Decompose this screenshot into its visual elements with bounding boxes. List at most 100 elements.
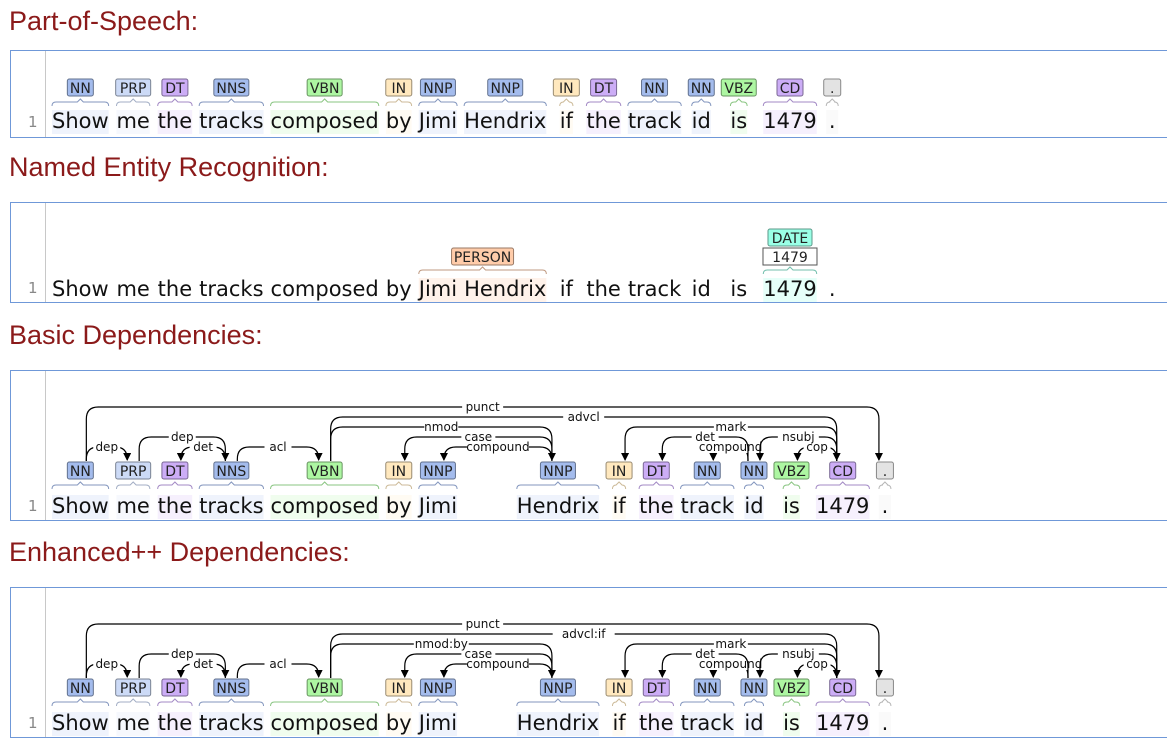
pos-tag: NN xyxy=(687,78,715,97)
pos-tag: NN xyxy=(641,78,669,97)
line-number: 1 xyxy=(28,714,38,732)
ner-token: me xyxy=(116,277,149,301)
enhanced-arc-label: acl xyxy=(269,657,286,671)
enhanced-pos-tag: VBZ xyxy=(773,678,810,697)
span-brace xyxy=(782,481,801,490)
basic-arc-label-bg xyxy=(691,430,719,443)
pos-token-highlight xyxy=(691,110,711,134)
pos-token-highlight xyxy=(627,110,682,134)
pos-token: id xyxy=(692,109,711,133)
basic-arc-label-bg xyxy=(777,430,819,443)
enhanced-arc-label-bg xyxy=(189,657,217,670)
pos-panel: 1 xyxy=(10,50,1167,138)
enhanced-arc-label-bg xyxy=(699,657,762,670)
enhanced-token-highlight xyxy=(783,712,800,736)
basic-pos-tag-text: NNP xyxy=(543,464,572,480)
pos-tag: . xyxy=(823,78,842,97)
pos-token-highlight xyxy=(559,110,573,134)
pos-token: . xyxy=(829,109,836,133)
span-brace xyxy=(638,481,675,490)
basic-pos-tag-text: VBN xyxy=(310,464,340,480)
pos-tag-box xyxy=(306,78,343,97)
basic-pos-tag: NNS xyxy=(213,461,250,480)
enhanced-arc-label-bg xyxy=(461,647,496,660)
pos-tag: DT xyxy=(161,78,189,97)
span-brace xyxy=(782,698,801,707)
pos-tag-text: PRP xyxy=(120,81,147,97)
enhanced-pos-tag-text: NN xyxy=(70,681,91,697)
basic-token-highlight xyxy=(680,495,734,519)
ner-token: the xyxy=(158,277,192,301)
pos-tag: NNS xyxy=(213,78,250,97)
pos-token-highlight xyxy=(199,110,264,134)
pos-token-highlight xyxy=(418,110,458,134)
basic-pos-tag-box xyxy=(605,461,633,480)
pos-tag: NNP xyxy=(487,78,524,97)
enhanced-token-highlight xyxy=(52,712,109,736)
pos-token-highlight xyxy=(730,110,748,134)
enhanced-pos-tag-text: IN xyxy=(391,681,406,697)
enhanced-pos-tag-text: DT xyxy=(647,681,667,697)
pos-token: composed xyxy=(271,109,379,133)
basic-token: . xyxy=(882,494,889,518)
basic-token-highlight xyxy=(744,495,764,519)
span-brace xyxy=(878,698,892,707)
enhanced-pos-tag-text: CD xyxy=(832,681,853,697)
pos-tag-box xyxy=(823,78,842,97)
basic-pos-tag: VBZ xyxy=(773,461,810,480)
ner-entity-highlight xyxy=(418,278,547,302)
basic-token: composed xyxy=(271,494,379,518)
pos-tag-text: . xyxy=(830,81,834,97)
span-brace xyxy=(418,266,547,275)
pos-tag-box xyxy=(66,78,94,97)
basic-arc-label-bg xyxy=(424,420,459,433)
basic-arc-label: case xyxy=(465,430,493,444)
enhanced-pos-tag-text: PRP xyxy=(120,681,147,697)
basic-arc-label: cop xyxy=(806,440,828,454)
ner-token: Hendrix xyxy=(464,277,546,301)
enhanced-pos-tag-box xyxy=(829,678,857,697)
ner-normalized-box xyxy=(762,247,818,266)
basic-pos-tag-text: IN xyxy=(612,464,627,480)
span-brace xyxy=(638,698,675,707)
enhanced-pos-tag: IN xyxy=(385,678,413,697)
enhanced-pos-tag-box xyxy=(66,678,94,697)
basic-arc-label-bg xyxy=(713,420,748,433)
enhanced-token-highlight xyxy=(516,712,600,736)
enhanced-pos-tag: DT xyxy=(161,678,189,697)
line-gutter xyxy=(11,371,46,520)
enhanced-arc-label-bg xyxy=(713,637,748,650)
span-brace xyxy=(611,698,627,707)
pos-tag: PRP xyxy=(115,78,152,97)
enhanced-arc-label: advcl:if xyxy=(562,627,606,641)
enhanced-token-highlight xyxy=(815,712,870,736)
pos-tag-box xyxy=(487,78,524,97)
enhanced-pos-tag-text: NN xyxy=(744,681,765,697)
span-brace xyxy=(51,98,110,107)
basic-arc-label-bg xyxy=(466,440,529,453)
pos-token-highlight xyxy=(270,110,379,134)
basic-pos-tag-text: NNS xyxy=(216,464,246,480)
pos-token: 1479 xyxy=(763,109,816,133)
enhanced-pos-tag-text: NNP xyxy=(423,681,452,697)
span-brace xyxy=(627,98,682,107)
enhanced-pos-tag: IN xyxy=(605,678,633,697)
enhanced-token-highlight xyxy=(418,712,458,736)
enhanced-pos-tag-text: IN xyxy=(612,681,627,697)
span-brace xyxy=(815,698,870,707)
enhanced-arc-label: nsubj xyxy=(782,647,814,661)
pos-tag-box xyxy=(161,78,189,97)
basic-token-highlight xyxy=(815,495,870,519)
enhanced-pos-tag: NN xyxy=(693,678,721,697)
enhanced-arc-label: mark xyxy=(715,637,746,651)
pos-tag-box xyxy=(213,78,250,97)
enhanced-pos-tag-box xyxy=(539,678,576,697)
basic-pos-tag-box xyxy=(773,461,810,480)
span-brace xyxy=(516,481,600,490)
basic-arc-label-bg xyxy=(168,430,196,443)
basic-pos-tag-box xyxy=(642,461,670,480)
basic-token: id xyxy=(744,494,763,518)
basic-token: Show xyxy=(52,494,109,518)
pos-token: tracks xyxy=(199,109,263,133)
basic-arc-label: punct xyxy=(466,400,500,414)
